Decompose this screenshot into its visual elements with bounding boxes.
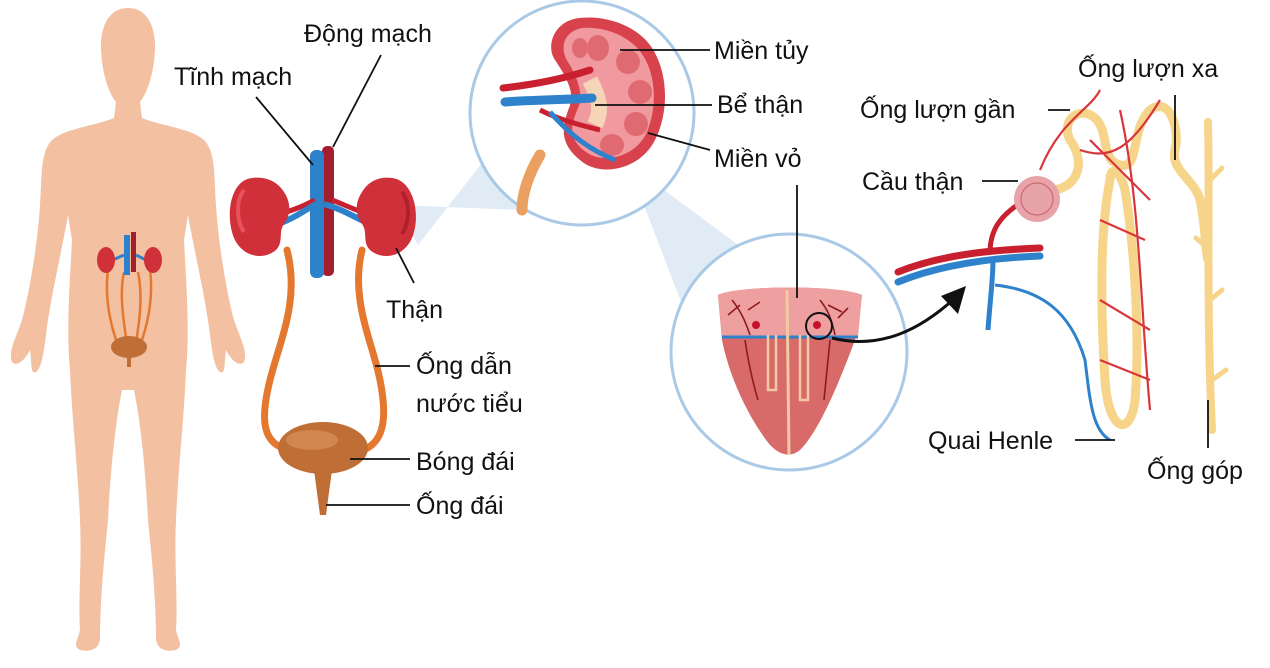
glomerulus-highlight [805, 312, 833, 340]
kidney-right [356, 177, 416, 256]
small-urinary-system [97, 232, 162, 367]
aorta [322, 146, 334, 276]
collecting-duct [1204, 118, 1216, 434]
label-mien-vo: Miền vỏ [714, 145, 802, 173]
tubule [1050, 101, 1213, 429]
label-cau-than: Cầu thận [862, 168, 964, 196]
zoom-arrow [831, 296, 957, 343]
label-ong-gop: Ống góp [1147, 457, 1243, 485]
leader-lines [255, 49, 1209, 506]
leader-than [395, 247, 415, 284]
label-ong-dan-nuoc-tieu-1: Ống dẫn [416, 352, 512, 380]
leader-dong-mach [332, 54, 382, 148]
label-than: Thận [386, 296, 443, 324]
leader-tinh-mach [255, 96, 314, 166]
nephron [894, 89, 1229, 442]
ureter-right [354, 246, 388, 456]
label-dong-mach: Động mạch [304, 20, 432, 48]
urinary-system [229, 146, 416, 515]
body-silhouette [10, 8, 246, 651]
label-be-than: Bể thận [717, 91, 804, 119]
renal-tissue-section [669, 232, 966, 472]
ureter-left [261, 246, 295, 454]
urethra [314, 470, 332, 515]
label-bong-dai: Bóng đái [416, 448, 515, 476]
label-ong-luon-gan: Ống lượn gần [860, 96, 1016, 124]
human-body [10, 8, 246, 651]
label-ong-luon-xa: Ống lượn xa [1078, 55, 1219, 83]
kidney-cross-section [468, 0, 696, 227]
label-ong-dai: Ống đái [416, 492, 504, 520]
label-mien-tuy: Miền tủy [714, 37, 809, 65]
label-ong-dan-nuoc-tieu-2: nước tiểu [416, 390, 523, 418]
vena-cava [310, 150, 324, 278]
label-tinh-mach: Tĩnh mạch [174, 63, 293, 91]
label-quai-henle: Quai Henle [928, 427, 1054, 455]
kidney-left [229, 177, 290, 256]
leader-mien-vo [647, 132, 711, 151]
